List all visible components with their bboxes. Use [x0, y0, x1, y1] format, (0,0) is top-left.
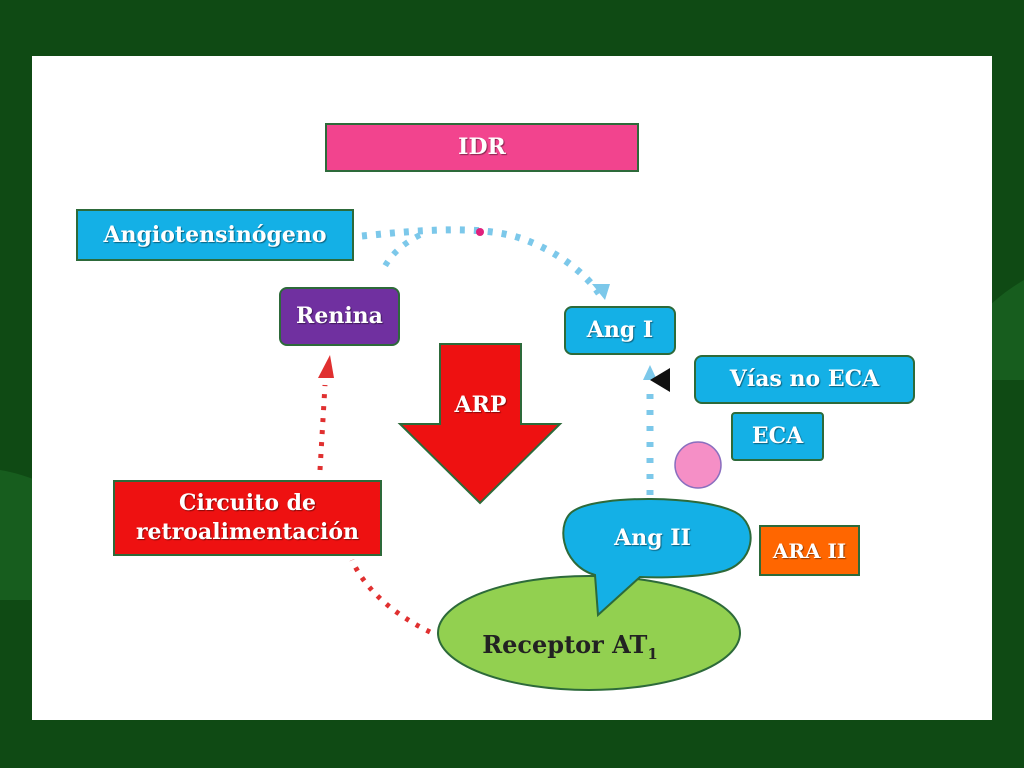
angiotensinogeno-label: Angiotensinógeno	[103, 221, 327, 248]
idr-box: IDR	[325, 123, 639, 172]
renina-label: Renina	[296, 303, 383, 330]
circuito-label-line2: retroalimentación	[135, 519, 360, 545]
circuito-box: Circuito de retroalimentación	[113, 480, 382, 556]
connector-arc-left	[379, 232, 422, 274]
ang1-box: Ang I	[564, 306, 676, 355]
eca-inhibitor-circle	[674, 441, 722, 489]
receptor-text: Receptor AT	[482, 630, 648, 659]
connector-receptor-to-renina	[349, 558, 432, 635]
connector-feedback-up	[317, 384, 328, 471]
arrowhead-to-ang1	[592, 284, 610, 300]
eca-label: ECA	[751, 423, 804, 450]
arrowhead-vias-no-eca	[650, 368, 670, 392]
arp-label: ARP	[454, 392, 507, 418]
ara2-label: ARA II	[772, 538, 847, 563]
ara2-box: ARA II	[759, 525, 860, 576]
idr-label: IDR	[458, 134, 506, 161]
connector-dot	[476, 228, 484, 236]
receptor-subscript: 1	[647, 644, 658, 663]
ang2-bubble	[562, 498, 752, 618]
renina-box: Renina	[279, 287, 400, 346]
arrowhead-to-renina	[318, 355, 334, 378]
vias-no-eca-box: Vías no ECA	[694, 355, 915, 404]
ang1-label: Ang I	[586, 317, 654, 344]
angiotensinogeno-box: Angiotensinógeno	[76, 209, 354, 261]
ang2-label: Ang II	[614, 525, 691, 551]
eca-box: ECA	[731, 412, 824, 461]
circuito-label-line1: Circuito de	[178, 490, 317, 517]
receptor-ellipse	[437, 575, 741, 691]
receptor-label: Receptor AT1	[470, 630, 670, 663]
connector-angiotensinogeno-to-ang1	[361, 226, 603, 297]
vias-no-eca-label: Vías no ECA	[729, 366, 880, 393]
arrowhead-up-blue	[643, 365, 657, 380]
arp-arrow	[397, 343, 563, 505]
